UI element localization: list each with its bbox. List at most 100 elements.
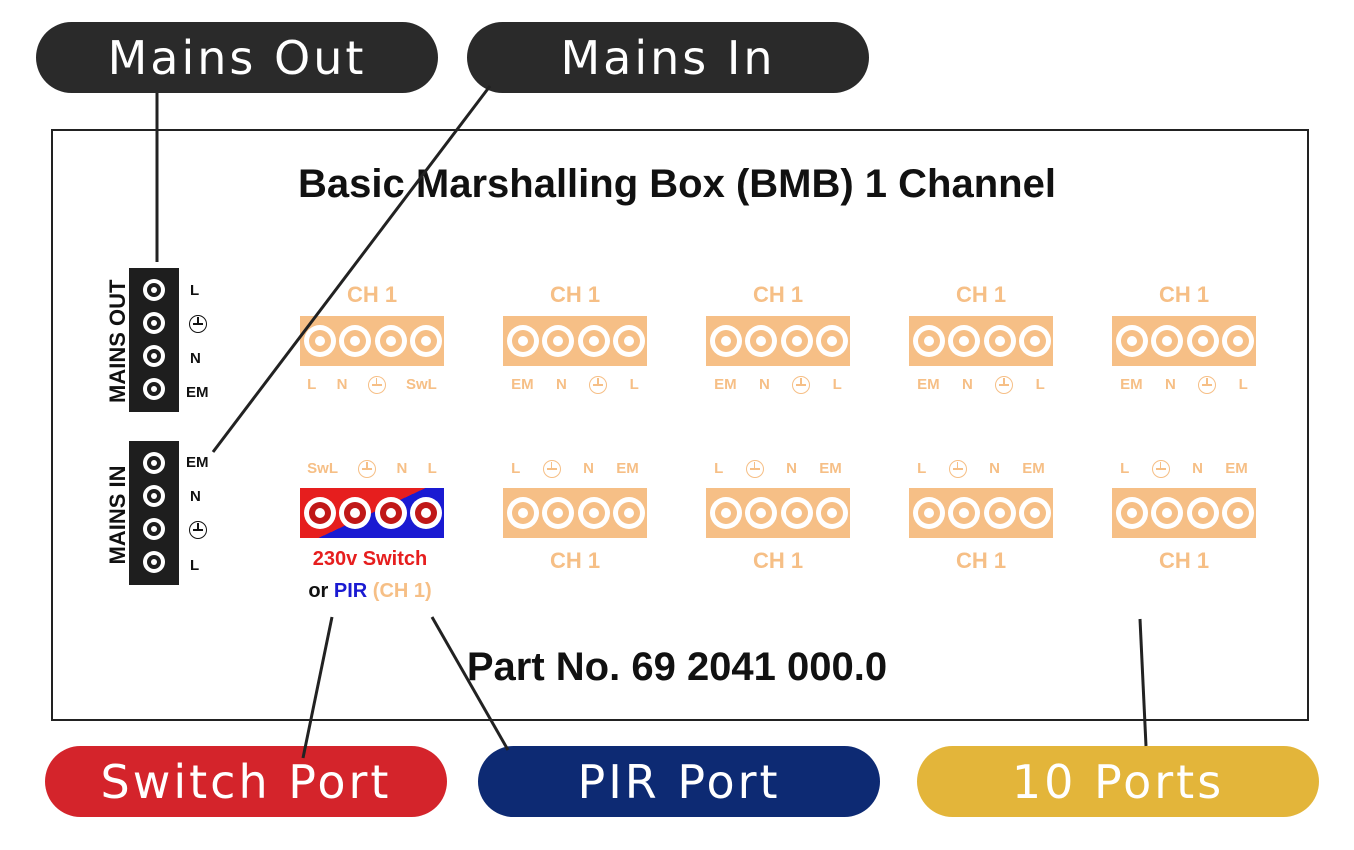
- hole: [578, 325, 610, 357]
- pin-label: N: [962, 376, 973, 393]
- hole: [710, 325, 742, 357]
- mains-in-pin-n: N: [190, 488, 201, 505]
- hole: [1151, 497, 1183, 529]
- switch-pir-connector: [300, 488, 444, 538]
- hole: [375, 497, 407, 529]
- earth-icon: [1198, 376, 1217, 394]
- pin-label: L: [307, 376, 317, 393]
- mains-out-pin-n: N: [190, 350, 201, 367]
- pir-port-leader: [430, 616, 510, 751]
- hole: [339, 497, 371, 529]
- mains-in-terminal-block: [129, 441, 179, 585]
- terminal: [143, 551, 165, 573]
- pin-label: L: [832, 376, 842, 393]
- hole: [984, 325, 1016, 357]
- mains-in-pin-em: EM: [186, 454, 209, 471]
- hole: [948, 497, 980, 529]
- pin-label: N: [786, 460, 797, 477]
- hole: [1187, 325, 1219, 357]
- hole: [745, 497, 777, 529]
- earth-icon: [189, 521, 207, 540]
- terminal: [143, 452, 165, 474]
- mains-out-pin-earth: [189, 315, 207, 334]
- terminal: [143, 485, 165, 507]
- hole: [375, 325, 407, 357]
- pin-labels: L N EM: [1109, 460, 1259, 478]
- channel-label: CH 1: [346, 282, 398, 307]
- hole: [1222, 325, 1254, 357]
- terminal: [143, 279, 165, 301]
- connector: [300, 316, 444, 366]
- hole: [507, 497, 539, 529]
- pin-label: L: [1120, 460, 1130, 477]
- hole: [948, 325, 980, 357]
- channel-label: CH 1: [1158, 282, 1210, 307]
- hole: [913, 325, 945, 357]
- pin-label: L: [1035, 376, 1045, 393]
- pin-label: SwL: [406, 376, 437, 393]
- hole: [913, 497, 945, 529]
- hole: [1019, 497, 1051, 529]
- pir-port-callout: PIR Port: [478, 746, 880, 817]
- pin-label: N: [1192, 460, 1203, 477]
- pin-label: N: [556, 376, 567, 393]
- board-title: Basic Marshalling Box (BMB) 1 Channel: [298, 162, 1056, 206]
- pin-label: EM: [1225, 460, 1248, 477]
- connector: [909, 316, 1053, 366]
- hole: [816, 497, 848, 529]
- hole: [578, 497, 610, 529]
- hole: [507, 325, 539, 357]
- pin-label: EM: [1022, 460, 1045, 477]
- or-label: or: [308, 580, 329, 602]
- mains-in-callout: Mains In: [467, 22, 869, 93]
- channel-label: CH 1: [1158, 548, 1210, 573]
- hole: [1187, 497, 1219, 529]
- switch-port-text: 230v Switch: [280, 548, 460, 571]
- earth-icon: [542, 460, 561, 478]
- hole: [339, 325, 371, 357]
- pin-label: N: [583, 460, 594, 477]
- earth-icon: [358, 460, 377, 478]
- hole: [1116, 325, 1148, 357]
- hole: [781, 325, 813, 357]
- connector: [503, 488, 647, 538]
- earth-icon: [589, 376, 608, 394]
- earth-icon: [367, 376, 386, 394]
- terminal: [143, 518, 165, 540]
- ports-callout: 10 Ports: [917, 746, 1319, 817]
- hole: [710, 497, 742, 529]
- pin-label: EM: [616, 460, 639, 477]
- mains-out-pin-em: EM: [186, 384, 209, 401]
- connector: [503, 316, 647, 366]
- channel-label: CH 1: [752, 282, 804, 307]
- earth-icon: [948, 460, 967, 478]
- hole: [304, 325, 336, 357]
- switch-port-leader: [301, 616, 334, 759]
- terminal: [143, 345, 165, 367]
- ports-leader: [1138, 618, 1148, 747]
- hole: [745, 325, 777, 357]
- switch-label: 230v Switch: [312, 548, 428, 570]
- terminal: [143, 312, 165, 334]
- connector: [706, 488, 850, 538]
- mains-out-callout: Mains Out: [36, 22, 438, 93]
- pin-label: EM: [1120, 376, 1143, 393]
- connector: [706, 316, 850, 366]
- connector: [1112, 488, 1256, 538]
- switch-port-callout: Switch Port: [45, 746, 447, 817]
- hole: [781, 497, 813, 529]
- hole: [304, 497, 336, 529]
- pin-label: L: [714, 460, 724, 477]
- pin-label: L: [629, 376, 639, 393]
- pin-label: SwL: [307, 460, 338, 477]
- hole: [613, 497, 645, 529]
- hole: [410, 497, 442, 529]
- hole: [1151, 325, 1183, 357]
- mains-in-pin-earth: [189, 521, 207, 540]
- board-outline: [51, 129, 1309, 721]
